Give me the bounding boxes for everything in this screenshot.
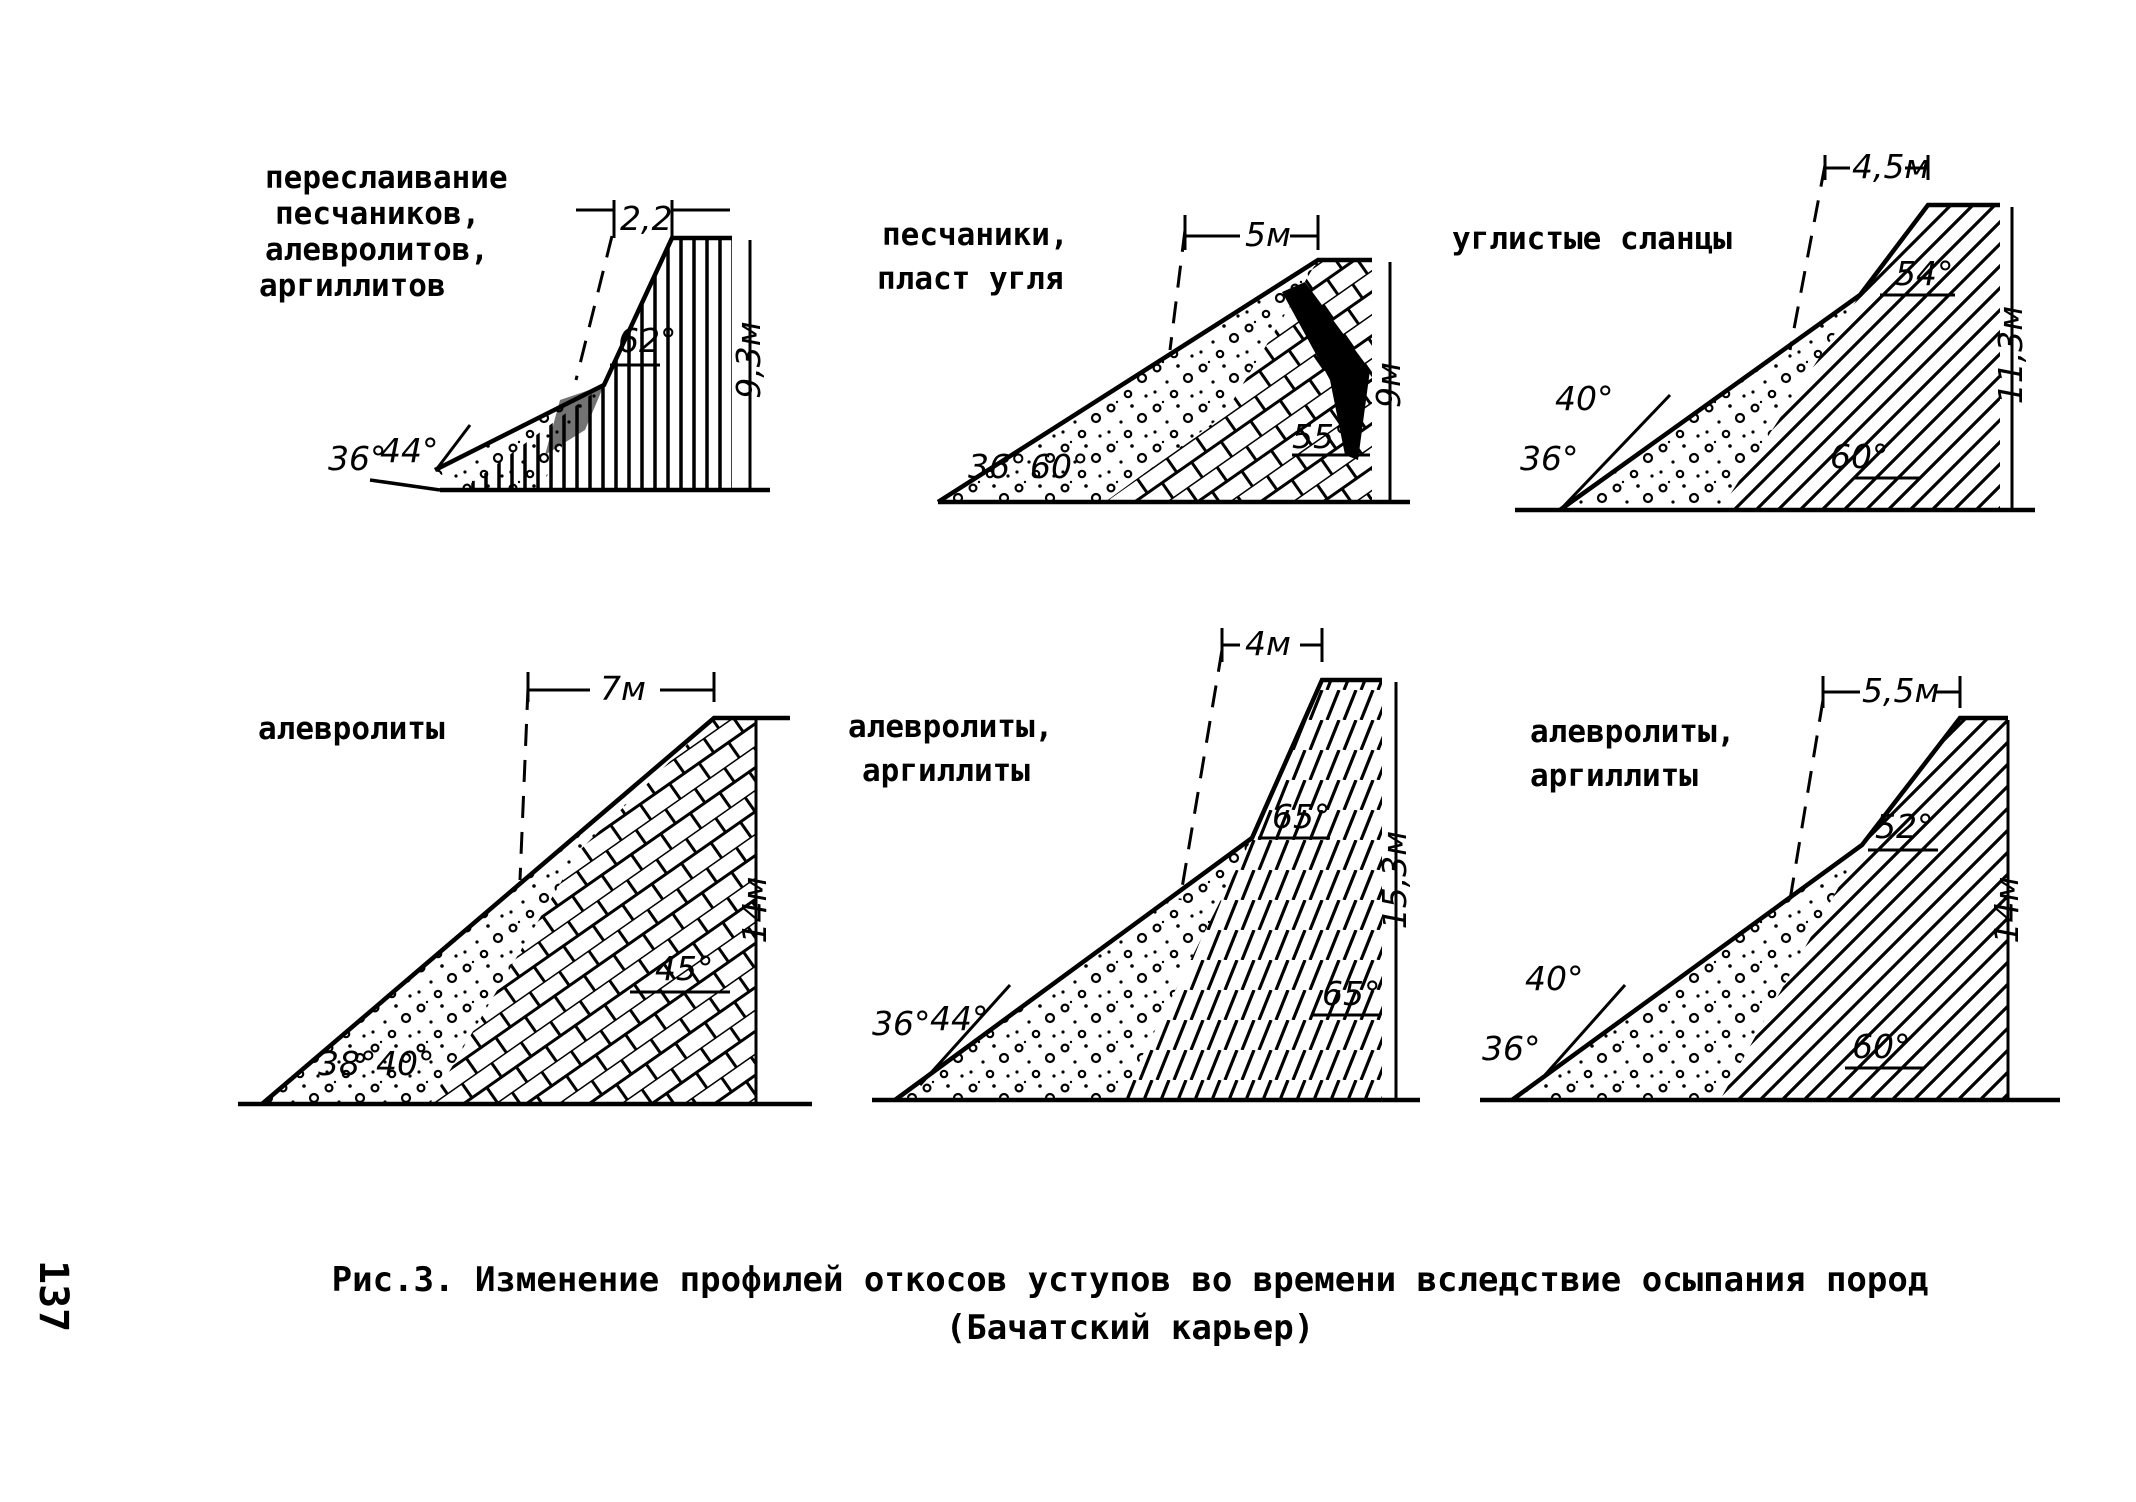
height-label: 14м: [735, 877, 774, 944]
rock-label-line: алевролиты,: [1530, 714, 1736, 750]
rock-label-line: алевролитов,: [265, 232, 489, 268]
angle-label: 60°: [1030, 447, 1089, 486]
slope-profile-line: [260, 715, 790, 1106]
slope-profile-line: [1558, 202, 2000, 512]
angle-label: 44°: [930, 999, 989, 1038]
rock-label-line: аргиллитов: [259, 268, 446, 304]
profile-6: 5,5м 14м 40° 36° 52° 60°: [1480, 671, 2060, 1103]
slope-profile-line: [936, 257, 1372, 504]
rock-label-line: пласт угля: [877, 261, 1064, 297]
angle-label: 65°: [1272, 797, 1331, 836]
rock-label-line: аргиллиты: [862, 753, 1030, 789]
angle-label: 65°: [1322, 974, 1381, 1013]
rock-label-line: алевролиты,: [848, 709, 1054, 745]
rock-label-line: песчаники,: [882, 217, 1069, 253]
angle-label: 36°: [1482, 1029, 1541, 1068]
angle-ray: [434, 424, 472, 471]
profile-2: 5м 9м 36° 60° 55°: [936, 215, 1410, 505]
angle-label: 45°: [655, 949, 714, 988]
slope-profile-line: [893, 677, 1382, 1102]
coal-seam: [1282, 282, 1370, 460]
width-label: 4,5м: [1852, 147, 1929, 186]
width-label: 4м: [1245, 624, 1291, 663]
width-label: 7м: [600, 669, 646, 708]
profile-1: 2,2 9,3м 36° 44° 62°: [328, 199, 770, 493]
rock-label-4: алевролиты: [258, 710, 445, 748]
rock-label-line: аргиллиты: [1530, 758, 1698, 794]
rock-label-1: переслаивание песчаников, алевролитов, а…: [259, 160, 508, 304]
mudstone-hatch: [1120, 680, 1382, 1100]
talus-coarse-fill: [545, 385, 604, 455]
angle-label: 36°: [968, 447, 1027, 486]
angle-label: 60°: [1852, 1027, 1911, 1066]
angle-label: 36°: [872, 1004, 931, 1043]
caption-line-1: Рис.3. Изменение профилей откосов уступо…: [331, 1260, 1929, 1300]
siltstone-brick: [430, 718, 755, 1104]
height-label: 14м: [1987, 877, 2026, 944]
initial-crest-dashed: [1788, 164, 1827, 351]
angle-label: 62°: [618, 321, 677, 360]
angle-ray: [1543, 984, 1627, 1076]
height-label: 9м: [1369, 362, 1408, 408]
rock-label-line: алевролиты: [258, 711, 445, 747]
width-label: 2,2: [620, 199, 672, 238]
rock-label-6: алевролиты, аргиллиты: [1530, 710, 1735, 798]
height-label: 15,3м: [1375, 831, 1414, 929]
mudstone-hatch: [1720, 718, 2008, 1100]
profile-4: 7м 14м 38° 40° 45°: [238, 669, 812, 1107]
rock-label-line: углистые сланцы: [1452, 221, 1732, 257]
rock-label-3: углистые сланцы: [1452, 220, 1732, 258]
width-label: 5,5м: [1862, 671, 1939, 710]
rock-label-line: переслаивание: [265, 160, 508, 196]
rock-label-2: песчаники, пласт угля: [877, 213, 1069, 301]
angle-label: 36°: [328, 439, 387, 478]
angle-label: 40°: [1555, 379, 1614, 418]
rock-label-5: алевролиты, аргиллиты: [848, 705, 1053, 793]
angle-label: 55°: [1292, 417, 1351, 456]
angle-ray: [1558, 393, 1672, 512]
profile-5: 4м 15,3м 36° 44° 65° 65°: [872, 624, 1420, 1103]
initial-crest-dashed: [1168, 229, 1187, 351]
shale-hatch: [1720, 205, 2000, 510]
bedrock-hatch: [462, 238, 732, 490]
angle-label: 52°: [1875, 807, 1934, 846]
slope-profile-line: [433, 235, 732, 473]
rock-label-line: песчаников,: [275, 196, 481, 232]
page-number: 137: [30, 1260, 76, 1333]
caption-line-2: (Бачатский карьер): [945, 1308, 1315, 1348]
width-label: 5м: [1245, 215, 1291, 254]
height-label: 11,3м: [1991, 306, 2030, 404]
angle-label: 60°: [1830, 437, 1889, 476]
slope-profile-line: [1510, 715, 2008, 1102]
angle-label: 36°: [1520, 439, 1579, 478]
initial-crest-dashed: [518, 687, 530, 881]
angle-label: 40°: [376, 1044, 435, 1083]
angle-arc-line: [369, 478, 441, 492]
figure-caption: Рис.3. Изменение профилей откосов уступо…: [200, 1256, 2060, 1352]
initial-crest-dashed: [1788, 699, 1825, 901]
angle-ray: [918, 983, 1012, 1087]
angle-label: 38°: [318, 1044, 377, 1083]
height-label: 9,3м: [729, 321, 768, 398]
angle-label: 54°: [1895, 254, 1954, 293]
initial-crest-dashed: [574, 235, 614, 381]
angle-label: 40°: [1525, 959, 1584, 998]
initial-crest-dashed: [1178, 649, 1224, 901]
profile-3: 4,5м 11,3м 40° 36° 54° 60°: [1515, 147, 2035, 513]
angle-label: 44°: [380, 431, 439, 470]
